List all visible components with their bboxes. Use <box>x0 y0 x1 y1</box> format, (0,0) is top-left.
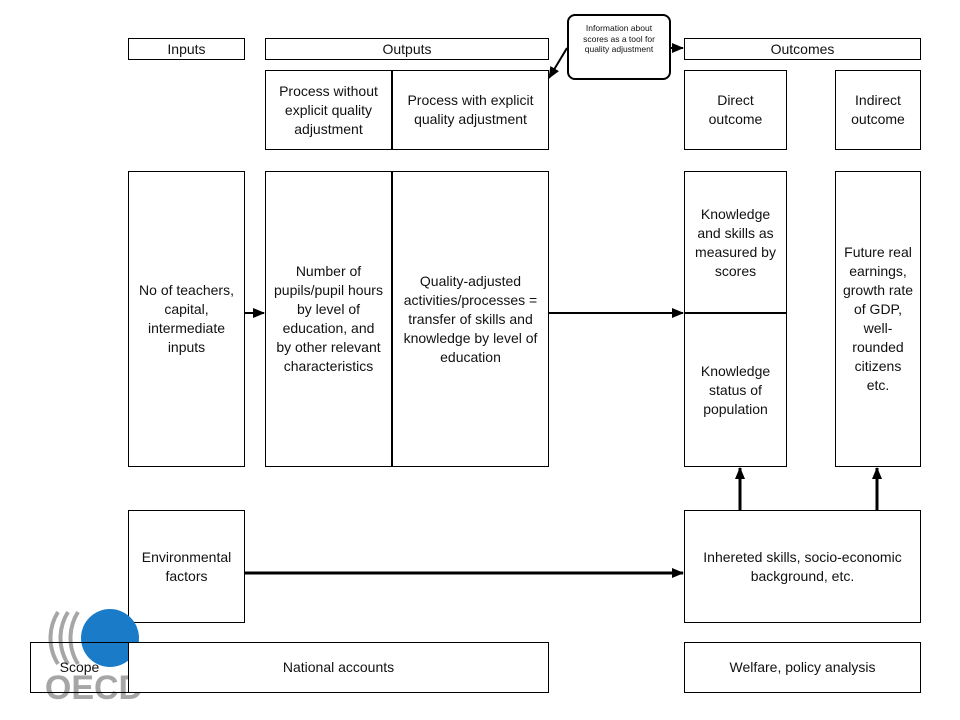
direct-outcome-box <box>684 70 787 150</box>
scope-label: Scope <box>59 659 100 675</box>
quality-adjusted-text: Quality-adjusted activities/processes = … <box>403 272 538 365</box>
outputs-main-divider <box>391 171 393 467</box>
outputs-header-label: Outputs <box>382 41 432 57</box>
process-subheader-frame <box>265 70 549 150</box>
inputs-header-label: Inputs <box>167 41 206 57</box>
national-accounts-label: National accounts <box>282 659 395 675</box>
inputs-header: Inputs <box>128 38 245 60</box>
welfare-box <box>684 642 921 693</box>
indirect-outcome-main-frame <box>835 171 921 467</box>
process-without-adjustment: Process without explicit quality adjustm… <box>279 82 378 137</box>
oecd-logo: OECD <box>45 609 143 706</box>
outputs-main-frame <box>265 171 549 467</box>
indirect-outcome-label: Indirect outcome <box>851 92 905 127</box>
welfare-label: Welfare, policy analysis <box>729 659 876 675</box>
outcomes-header: Outcomes <box>684 38 921 60</box>
pupils-text: Number of pupils/pupil hours by level of… <box>274 263 383 374</box>
inputs-box <box>128 171 245 467</box>
process-divider <box>391 70 393 150</box>
outputs-header: Outputs <box>265 38 549 60</box>
national-accounts-box <box>128 642 549 693</box>
inputs-text: No of teachers, capital, intermediate in… <box>139 282 234 355</box>
direct-outcome-label: Direct outcome <box>708 92 763 127</box>
direct-outcome-divider <box>684 312 787 314</box>
future-earnings-text: Future real earnings, growth rate of GDP… <box>842 244 914 393</box>
environmental-text: Environmental factors <box>141 548 232 584</box>
inherited-text: Inhereted skills, socio-economic backgro… <box>703 548 902 584</box>
direct-outcome-main-frame <box>684 171 787 467</box>
knowledge-scores-text: Knowledge and skills as measured by scor… <box>695 206 776 279</box>
inherited-box <box>684 510 921 623</box>
quality-adjustment-callout: Information about scores as a tool for q… <box>567 14 671 80</box>
oecd-logo-text: OECD <box>45 669 143 706</box>
arrow-callout-left <box>548 47 568 79</box>
environmental-box <box>128 510 245 623</box>
knowledge-status-text: Knowledge status of population <box>700 363 771 417</box>
process-with-adjustment: Process with explicit quality adjustment <box>407 92 534 127</box>
outcomes-header-label: Outcomes <box>770 41 835 57</box>
indirect-outcome-box <box>835 70 921 150</box>
